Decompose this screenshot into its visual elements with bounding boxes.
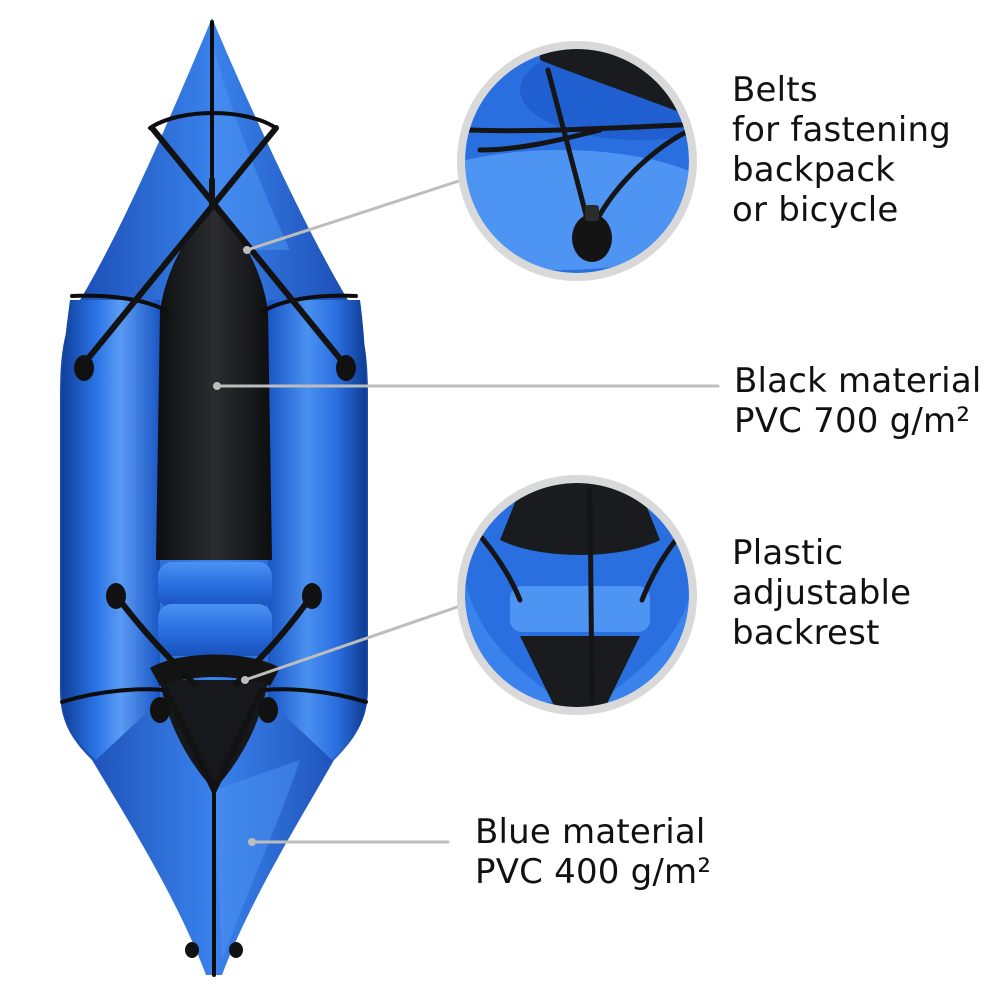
- callout-backrest-line-3: backrest: [732, 613, 880, 653]
- cockpit-floor: [156, 205, 272, 560]
- callout-belts-line-1: Belts: [732, 70, 818, 110]
- callout-black-line-2: PVC 700 g/m²: [734, 401, 971, 441]
- callout-belts-line-2: for fastening: [732, 110, 952, 150]
- leader-blue-dot: [248, 838, 256, 846]
- callout-belts: Belts for fastening backpack or bicycle: [732, 70, 951, 230]
- leader-belts: [245, 176, 470, 252]
- callout-backrest-line-2: adjustable: [732, 573, 912, 613]
- right-side-tube: [268, 300, 366, 760]
- callout-backrest: Plastic adjustable backrest: [732, 533, 911, 653]
- bow-highlight: [212, 40, 290, 250]
- callout-backrest-line-1: Plastic: [732, 533, 844, 573]
- leader-belts-dot: [243, 246, 251, 254]
- detail-circle-backrest: [457, 475, 697, 715]
- leader-backrest: [243, 602, 468, 682]
- left-side-tube: [62, 300, 160, 760]
- callout-blue-material: Blue material PVC 400 g/m²: [475, 812, 711, 892]
- packraft-hull: [60, 18, 368, 977]
- callout-black-material: Black material PVC 700 g/m²: [734, 361, 982, 441]
- callout-blue-line-2: PVC 400 g/m²: [475, 852, 712, 892]
- detail-circle-belts: [457, 41, 697, 281]
- callout-belts-line-4: or bicycle: [732, 190, 899, 230]
- seat-base: [158, 604, 272, 656]
- seam-lines: [60, 20, 368, 977]
- leader-lines: [213, 176, 720, 846]
- callout-blue-line-1: Blue material: [475, 812, 706, 852]
- d-ring-anchors: [74, 355, 356, 958]
- seat-cushion: [158, 562, 272, 608]
- stern-highlight: [214, 760, 300, 960]
- leader-black-dot: [213, 382, 221, 390]
- callout-black-line-1: Black material: [734, 361, 982, 401]
- callout-belts-line-3: backpack: [732, 150, 896, 190]
- rear-cockpit-floor: [160, 680, 268, 790]
- leader-backrest-dot: [241, 676, 249, 684]
